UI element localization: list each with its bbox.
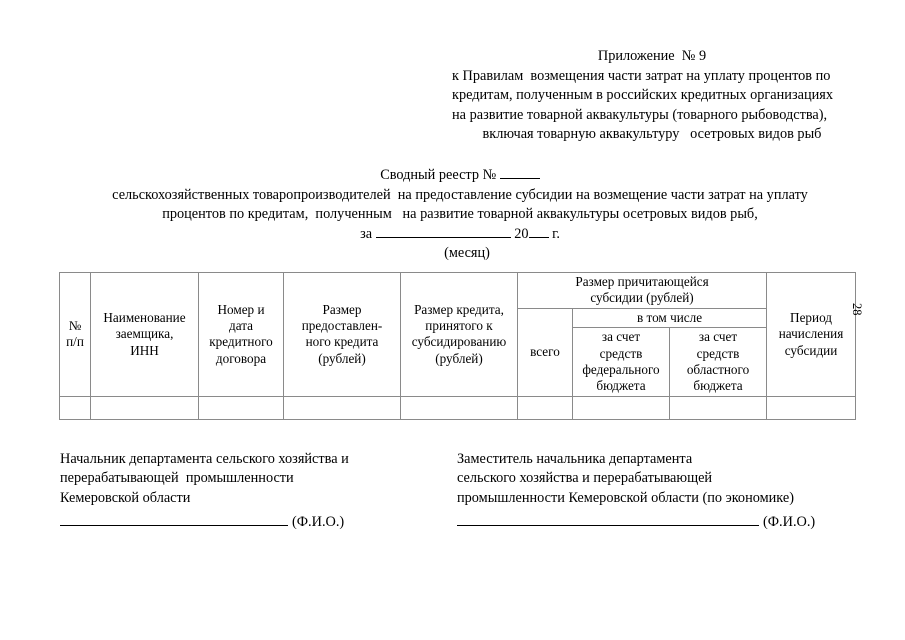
appendix-reference-block: Приложение № 9 к Правилам возмещения час… — [452, 47, 852, 145]
header-cell-federal-budget: за счет средств федерального бюджета — [572, 327, 670, 397]
fio-caption-right: (Ф.И.О.) — [763, 514, 816, 531]
cell-federal-budget[interactable] — [572, 395, 670, 420]
signatory-right-line-3: промышленности Кемеровской области (по э… — [457, 489, 795, 506]
header-cell-regional-budget: за счет средств областного бюджета — [668, 327, 768, 397]
period-label: за — [360, 225, 376, 242]
header-cell-including: в том числе — [571, 307, 768, 329]
document-title-block: Сводный реестр № сельскохозяйственных то… — [60, 166, 860, 264]
cell-borrower[interactable] — [90, 395, 199, 420]
header-row-2: всего в том числе — [60, 307, 856, 397]
signatory-left-line-1: Начальник департамента сельского хозяйст… — [60, 451, 349, 467]
month-blank — [375, 236, 511, 238]
year-prefix: 20 — [510, 225, 529, 242]
signatory-left-line-2: перерабатывающей промышленности — [60, 470, 294, 487]
document-subtitle-line-2: процентов по кредитам, полученным на раз… — [162, 206, 758, 223]
cell-regional-budget[interactable] — [668, 395, 768, 420]
header-row-1: № п/п Наименование заемщика, ИНН Номер и… — [59, 272, 857, 397]
document-subtitle-line-1: сельскохозяйственных товаропроизводителе… — [112, 186, 808, 203]
appendix-rule-line-2: кредитам, полученным в российских кредит… — [452, 87, 833, 104]
registry-number-line: Сводный реестр № — [60, 166, 860, 186]
signature-block-right: Заместитель начальника департамента сель… — [457, 450, 857, 533]
year-suffix: г. — [548, 225, 560, 242]
month-caption: (месяц) — [444, 245, 490, 262]
header-cell-credit-amount: Размер предоставлен- ного кредита (рубле… — [283, 272, 401, 397]
registry-number-blank — [499, 178, 540, 179]
header-cell-subsidized-amount: Размер кредита, принятого к субсидирован… — [400, 272, 518, 397]
signature-blank-left — [60, 514, 288, 527]
signature-block-left: Начальник департамента сельского хозяйст… — [60, 450, 445, 533]
header-cell-contract: Номер и дата кредитного договора — [198, 272, 284, 397]
appendix-rule-line-1: к Правилам возмещения части затрат на уп… — [452, 67, 831, 84]
cell-credit-amount[interactable] — [283, 395, 401, 420]
registry-table: № п/п Наименование заемщика, ИНН Номер и… — [59, 272, 857, 420]
header-cell-borrower: Наименование заемщика, ИНН — [90, 272, 199, 397]
table-header: № п/п Наименование заемщика, ИНН Номер и… — [59, 272, 857, 397]
signature-blank-right — [457, 514, 759, 527]
header-cell-total: всего — [517, 307, 573, 397]
appendix-rule-line-4: включая товарную аквакультуру осетровых … — [482, 126, 822, 143]
signatory-right-line-2: сельского хозяйства и перерабатывающей — [457, 470, 713, 487]
appendix-title: Приложение № 9 — [597, 48, 707, 64]
table-body — [59, 395, 857, 420]
period-line: за 20 г. — [60, 225, 860, 245]
cell-period[interactable] — [766, 395, 857, 420]
appendix-rule-line-3: на развитие товарной аквакультуры (товар… — [452, 106, 828, 123]
registry-number-label: Сводный реестр № — [380, 167, 500, 183]
cell-subsidized-amount[interactable] — [400, 395, 518, 420]
header-cell-number: № п/п — [59, 272, 91, 397]
year-blank — [528, 236, 549, 238]
fio-caption-left: (Ф.И.О.) — [292, 514, 345, 531]
cell-number[interactable] — [59, 395, 91, 420]
signature-line-right: (Ф.И.О.) — [457, 513, 857, 532]
month-caption-row: (месяц) — [60, 244, 860, 264]
signatory-right-line-1: Заместитель начальника департамента — [457, 451, 693, 467]
cell-total[interactable] — [517, 395, 573, 420]
table-row[interactable] — [59, 395, 857, 420]
signature-line-left: (Ф.И.О.) — [60, 513, 445, 532]
signatory-left-line-3: Кемеровской области — [60, 489, 191, 506]
page-number: 28 — [850, 303, 864, 316]
header-cell-period: Период начисления субсидии — [766, 272, 857, 397]
cell-contract[interactable] — [198, 395, 284, 420]
header-cell-subsidy-group: Размер причитающейся субсидии (рублей) — [516, 272, 768, 309]
